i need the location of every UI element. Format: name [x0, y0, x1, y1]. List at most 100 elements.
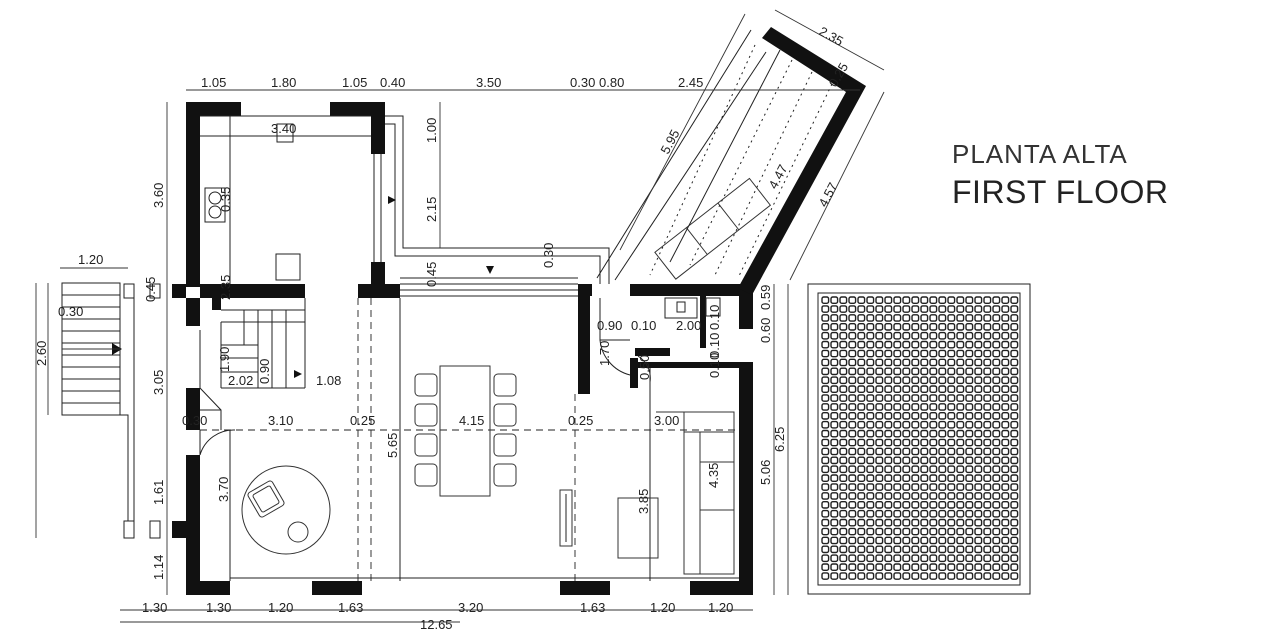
roof-tile: [938, 314, 947, 322]
roof-tile: [884, 403, 893, 411]
roof-tile: [911, 403, 920, 411]
terrace-deck: [596, 29, 833, 281]
roof-tile: [902, 554, 911, 563]
dimension-label: 1.14: [151, 555, 166, 580]
roof-tile: [1001, 429, 1010, 438]
roof-tile: [902, 403, 911, 411]
roof-tile: [938, 456, 947, 465]
roof-tile: [965, 429, 974, 438]
roof-tile: [974, 572, 983, 580]
roof-tile: [830, 429, 839, 438]
roof-tile: [1010, 438, 1019, 447]
roof-tile: [911, 385, 920, 394]
roof-tile: [902, 545, 911, 554]
roof-tile: [1001, 563, 1010, 572]
roof-tile: [902, 465, 911, 474]
roof-tile: [947, 545, 956, 554]
roof-tile: [911, 554, 920, 563]
roof-tile: [1010, 536, 1019, 545]
roof-tile: [1001, 509, 1010, 518]
roof-tile: [983, 403, 992, 411]
roof-tile: [1010, 527, 1019, 536]
roof-tile: [983, 456, 992, 465]
roof-tile: [992, 376, 1001, 385]
roof-tile: [821, 447, 830, 456]
roof-tile: [911, 376, 920, 385]
roof-tile: [965, 305, 974, 313]
roof-tile: [929, 527, 938, 536]
dimension-label: 5.65: [385, 433, 400, 458]
roof-tile: [920, 358, 929, 367]
roof-tile: [911, 447, 920, 456]
roof-tile: [983, 492, 992, 500]
roof-tile: [902, 518, 911, 527]
roof-tile: [902, 536, 911, 545]
roof-tile: [902, 340, 911, 349]
roof-tile: [992, 492, 1001, 500]
roof-tile: [884, 323, 893, 331]
roof-tile: [893, 412, 902, 420]
roof-tile: [983, 376, 992, 385]
roof-tile: [893, 429, 902, 438]
roof-tile: [956, 420, 965, 429]
roof-tile: [929, 465, 938, 474]
roof-tile: [848, 465, 857, 474]
roof-tile: [875, 412, 884, 420]
roof-tile: [965, 385, 974, 394]
roof-tile: [956, 429, 965, 438]
roof-tile: [866, 501, 875, 509]
roof-tile: [857, 358, 866, 367]
dimension-label: 0.90: [597, 318, 622, 333]
roof-tile: [1010, 420, 1019, 429]
labels: PLANTA ALTA FIRST FLOOR 1.05 1.80 1.05 0…: [34, 24, 1168, 629]
exterior-stair: [61, 282, 161, 539]
roof-tile: [956, 385, 965, 394]
roof-tile: [866, 323, 875, 331]
roof-tile: [983, 572, 992, 580]
roof-tile: [857, 376, 866, 385]
roof-tile: [848, 394, 857, 402]
roof-tile: [983, 323, 992, 331]
roof-tile: [983, 367, 992, 376]
roof-tile: [884, 527, 893, 536]
roof-tile: [893, 376, 902, 385]
roof-tile: [884, 465, 893, 474]
roof-tile: [875, 305, 884, 313]
dimension-label: 3.70: [216, 477, 231, 502]
roof-tile: [1001, 296, 1010, 305]
roof-tile: [911, 367, 920, 376]
roof-tile: [848, 438, 857, 447]
roof-tile: [839, 358, 848, 367]
roof-tile: [992, 536, 1001, 545]
roof-tile: [974, 331, 983, 340]
wall: [635, 348, 670, 356]
roof-tile: [821, 438, 830, 447]
roof-tile: [884, 394, 893, 402]
roof-tile: [929, 483, 938, 491]
roof-tile: [830, 376, 839, 385]
roof-tile: [884, 572, 893, 580]
roof-tile: [857, 509, 866, 518]
roof-tile: [830, 323, 839, 331]
roof-tile: [992, 305, 1001, 313]
roof-tile: [983, 483, 992, 491]
roof-tile: [956, 314, 965, 322]
roof-tile: [929, 545, 938, 554]
furniture: [241, 177, 772, 575]
roof-tile: [830, 509, 839, 518]
roof-tile: [839, 456, 848, 465]
roof-tile: [902, 331, 911, 340]
roof-tile: [839, 323, 848, 331]
roof-tile: [1001, 492, 1010, 500]
roof-tile: [965, 465, 974, 474]
roof-tile: [929, 403, 938, 411]
roof-tile: [884, 438, 893, 447]
roof-tile: [866, 527, 875, 536]
roof-tile: [866, 563, 875, 572]
roof-tile: [884, 429, 893, 438]
roof-tile: [1010, 474, 1019, 483]
roof-tile: [956, 323, 965, 331]
roof-tile: [992, 385, 1001, 394]
roof-tile: [965, 501, 974, 509]
roof-tile: [839, 412, 848, 420]
